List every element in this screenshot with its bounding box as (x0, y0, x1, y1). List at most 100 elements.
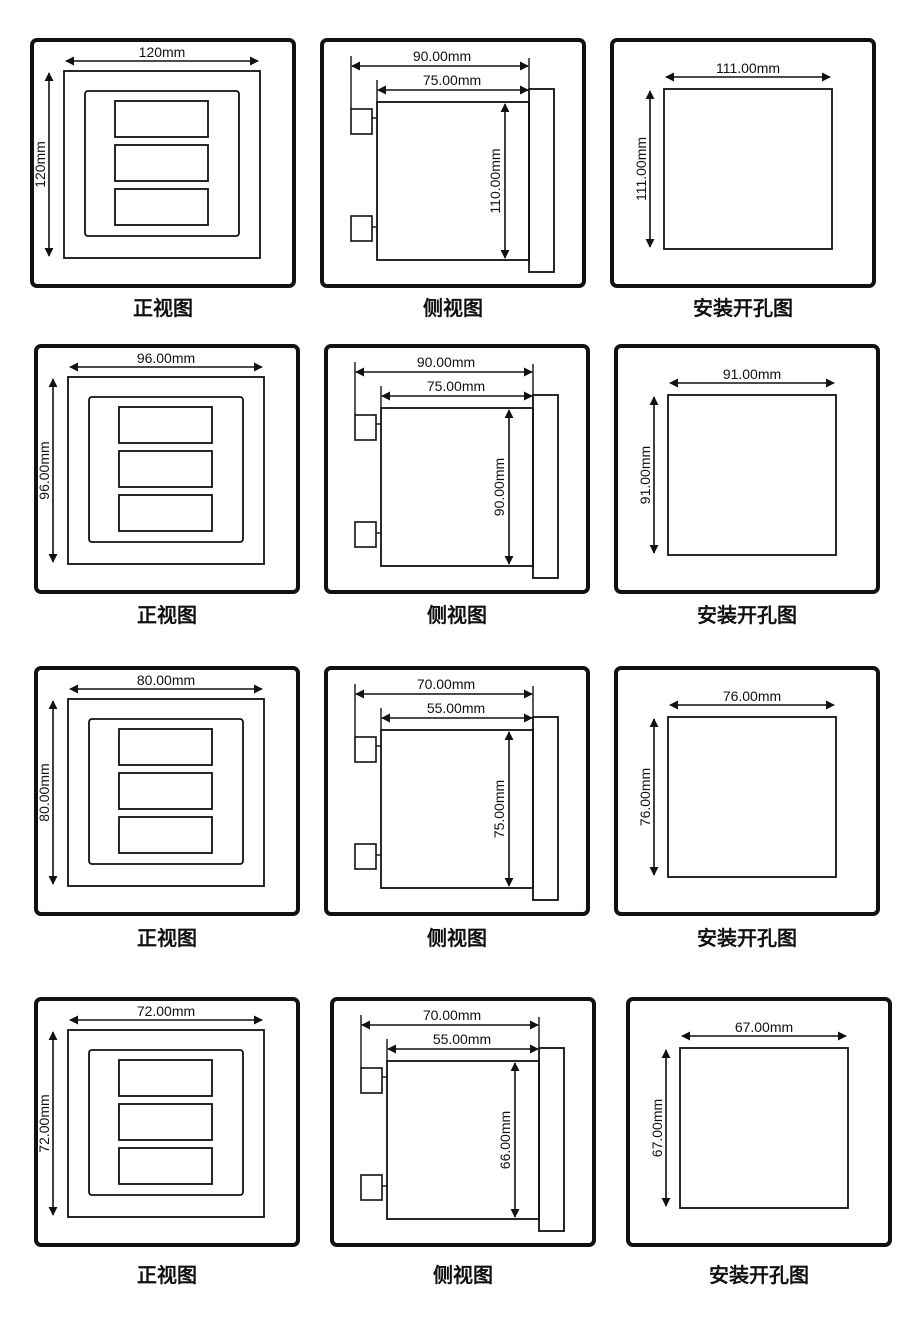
side-view: 90.00mm 75.00mm 90.00mm (324, 344, 590, 594)
side-view-caption: 侧视图 (427, 603, 487, 627)
front-view-caption: 正视图 (133, 296, 193, 320)
terminal-block (354, 521, 377, 548)
front-bezel-outer (63, 70, 261, 259)
drawing-row: 120mm120mm正视图90.00mm75.00mm110.00mm侧视图11… (30, 38, 876, 320)
body-depth-label: 55.00mm (433, 1031, 491, 1047)
front-bezel-outer (67, 1029, 265, 1218)
total-depth-label: 70.00mm (417, 676, 475, 692)
side-height-label: 110.00mm (487, 148, 503, 213)
body-depth-label: 75.00mm (423, 72, 481, 88)
panel-frame (320, 38, 586, 288)
front-bezel-outer (67, 376, 265, 565)
front-width-label: 120mm (139, 44, 186, 60)
cutout-width-label: 91.00mm (723, 366, 781, 382)
housing-body (376, 101, 530, 261)
terminal-block (350, 108, 373, 135)
cutout-view: 111.00mm 111.00mm (610, 38, 876, 288)
front-bezel-inner (88, 396, 244, 543)
cutout-width-label: 67.00mm (735, 1019, 793, 1035)
housing-body (380, 729, 534, 889)
cutout-hole (667, 394, 837, 556)
panel-frame (626, 997, 892, 1247)
body-depth-label: 55.00mm (427, 700, 485, 716)
terminal-block (360, 1067, 383, 1094)
panel-frame (324, 666, 590, 916)
cutout-width-label: 76.00mm (723, 688, 781, 704)
front-width-label: 96.00mm (137, 350, 195, 366)
body-depth-label: 75.00mm (427, 378, 485, 394)
display-window (114, 144, 209, 182)
display-window (118, 494, 213, 532)
front-height-label: 72.00mm (36, 1094, 52, 1152)
drawing-row: 72.00mm 72.00mm 正视图 70.00mm 55.00mm 66.00mm 侧视… (34, 997, 892, 1287)
front-width-label: 72.00mm (137, 1003, 195, 1019)
cutout-view-caption: 安装开孔图 (697, 603, 797, 627)
side-view: 70.00mm 55.00mm 75.00mm (324, 666, 590, 916)
display-window (118, 1147, 213, 1185)
display-window (118, 1103, 213, 1141)
front-bezel-inner (84, 90, 240, 237)
display-window (114, 100, 209, 138)
front-view-caption: 正视图 (137, 603, 197, 627)
side-height-label: 90.00mm (491, 458, 507, 516)
front-bezel-side (532, 394, 559, 579)
display-window (118, 450, 213, 488)
cutout-hole (679, 1047, 849, 1209)
front-height-label: 96.00mm (36, 441, 52, 499)
side-height-label: 75.00mm (491, 780, 507, 838)
side-view-caption: 侧视图 (433, 1263, 493, 1287)
terminal-block (360, 1174, 383, 1201)
total-depth-label: 90.00mm (417, 354, 475, 370)
drawing-row: 80.00mm 80.00mm 正视图 70.00mm 55.00mm 75.00mm 侧视… (34, 666, 880, 950)
display-window (114, 188, 209, 226)
terminal-block (354, 843, 377, 870)
cutout-view-caption: 安装开孔图 (697, 926, 797, 950)
side-height-label: 66.00mm (497, 1111, 513, 1169)
front-bezel-outer (67, 698, 265, 887)
panel-frame (614, 344, 880, 594)
display-window (118, 772, 213, 810)
terminal-block (354, 414, 377, 441)
cutout-view-caption: 安装开孔图 (693, 296, 793, 320)
side-view: 70.00mm 55.00mm 66.00mm (330, 997, 596, 1247)
front-view-caption: 正视图 (137, 1263, 197, 1287)
front-bezel-side (532, 716, 559, 901)
cutout-width-label: 111.00mm (716, 60, 780, 76)
front-view-caption: 正视图 (137, 926, 197, 950)
panel-frame (34, 344, 300, 594)
cutout-view: 76.00mm 76.00mm (614, 666, 880, 916)
panel-frame (34, 997, 300, 1247)
housing-body (380, 407, 534, 567)
display-window (118, 728, 213, 766)
housing-body (386, 1060, 540, 1220)
front-bezel-side (538, 1047, 565, 1232)
front-width-label: 80.00mm (137, 672, 195, 688)
total-depth-label: 70.00mm (423, 1007, 481, 1023)
front-height-label: 80.00mm (36, 763, 52, 821)
display-window (118, 816, 213, 854)
front-bezel-side (528, 88, 555, 273)
panel-frame (614, 666, 880, 916)
panel-frame (330, 997, 596, 1247)
cutout-view-caption: 安装开孔图 (709, 1263, 809, 1287)
front-view: 72.00mm 72.00mm (34, 997, 300, 1247)
cutout-hole (663, 88, 833, 250)
display-window (118, 1059, 213, 1097)
panel-frame (30, 38, 296, 288)
panel-frame (324, 344, 590, 594)
side-view-caption: 侧视图 (427, 926, 487, 950)
cutout-hole (667, 716, 837, 878)
terminal-block (350, 215, 373, 242)
panel-frame (610, 38, 876, 288)
front-bezel-inner (88, 718, 244, 865)
terminal-block (354, 736, 377, 763)
side-view-caption: 侧视图 (423, 296, 483, 320)
cutout-height-label: 76.00mm (637, 768, 653, 826)
front-bezel-inner (88, 1049, 244, 1196)
cutout-height-label: 111.00mm (633, 137, 649, 201)
